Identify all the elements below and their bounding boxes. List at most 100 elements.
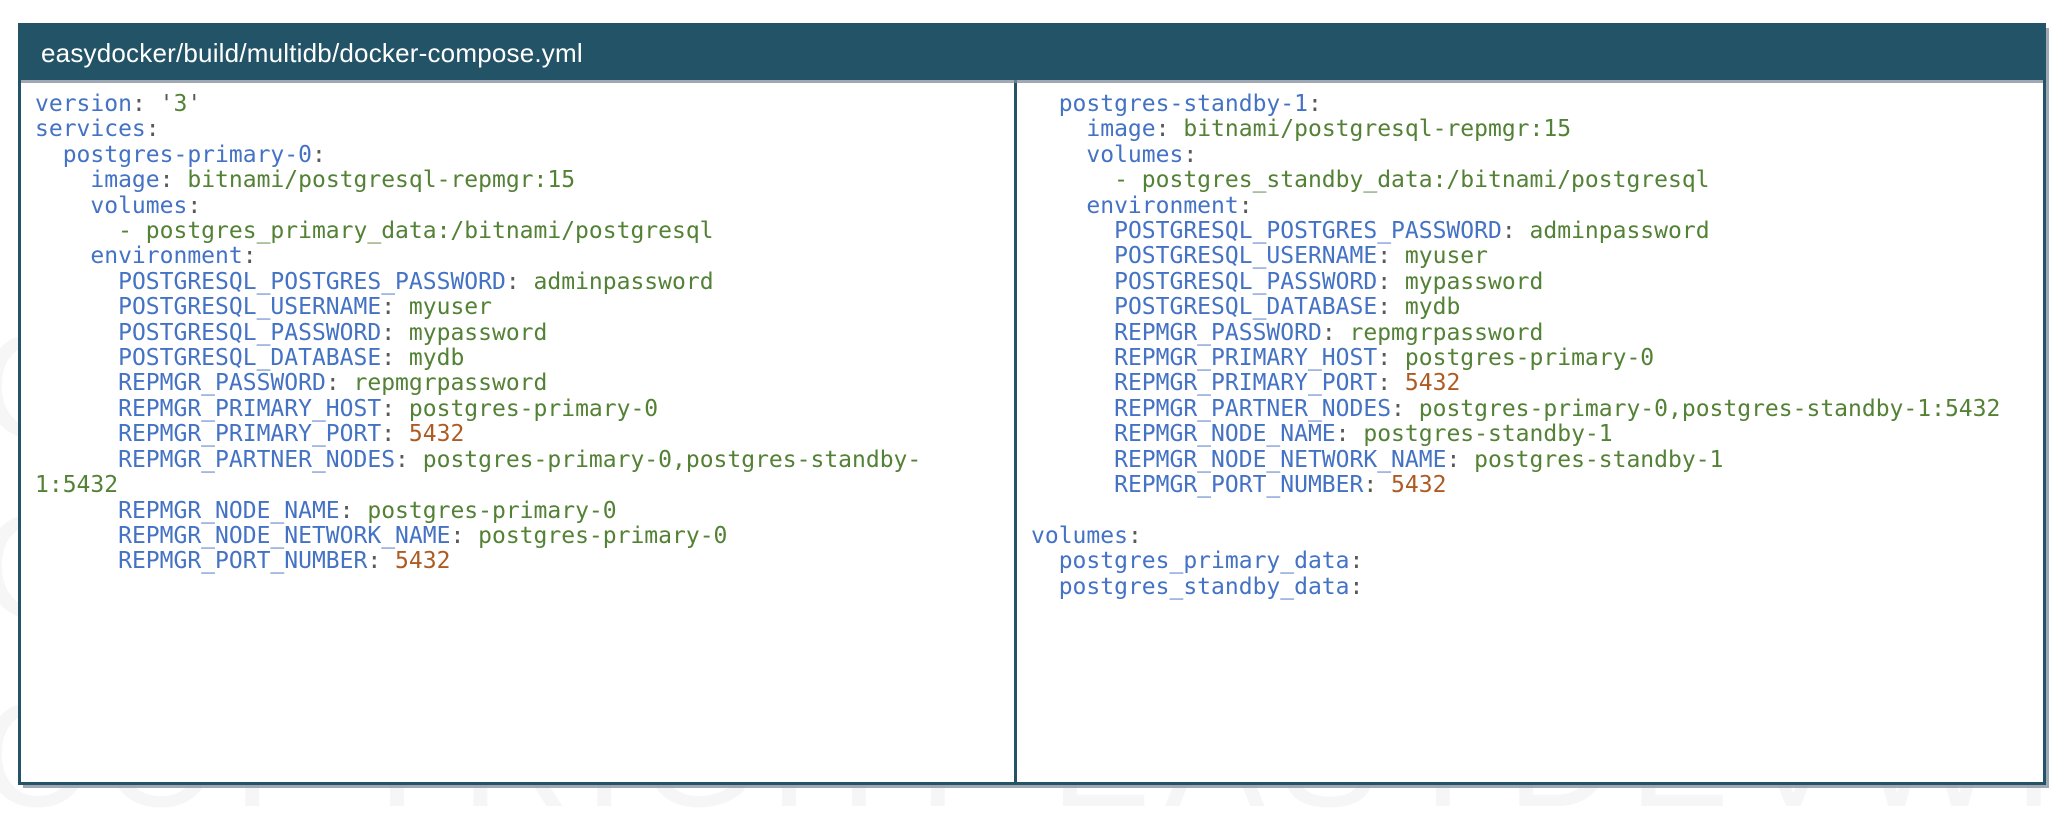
code-line: REPMGR_PRIMARY_PORT: 5432 (1031, 371, 2029, 396)
yaml-punctuation: : (242, 243, 257, 270)
code-line: REPMGR_NODE_NAME: postgres-standby-1 (1031, 422, 2029, 447)
yaml-punctuation (1031, 421, 1114, 447)
yaml-key: services (35, 116, 146, 143)
file-title-bar: easydocker/build/multidb/docker-compose.… (21, 26, 2043, 80)
yaml-key: REPMGR_NODE_NAME (1114, 421, 1336, 448)
file-card: easydocker/build/multidb/docker-compose.… (18, 23, 2046, 785)
yaml-punctuation (35, 218, 118, 244)
yaml-string-value: adminpassword (533, 268, 714, 295)
code-line: REPMGR_NODE_NETWORK_NAME: postgres-stand… (1031, 446, 2029, 473)
yaml-punctuation: : (381, 294, 409, 321)
code-line: postgres_primary_data: (1031, 549, 2029, 574)
yaml-string-value: postgres-primary-0 (367, 497, 617, 524)
code-line: image: bitnami/postgresql-repmgr:15 (1031, 117, 2029, 142)
yaml-punctuation (35, 498, 118, 524)
yaml-string-value: - postgres_primary_data:/bitnami/postgre… (118, 218, 714, 245)
yaml-punctuation: : (1183, 141, 1198, 168)
code-line: volumes: (1031, 522, 2029, 549)
yaml-punctuation (1031, 218, 1114, 244)
yaml-punctuation (1031, 370, 1114, 396)
yaml-punctuation (35, 167, 90, 193)
yaml-punctuation: : (145, 116, 160, 143)
yaml-key: volumes (1031, 522, 1128, 549)
code-line: POSTGRESQL_POSTGRES_PASSWORD: adminpassw… (1031, 218, 2029, 245)
yaml-punctuation: : (1155, 116, 1184, 143)
yaml-punctuation (1031, 345, 1114, 371)
yaml-punctuation: : (1377, 294, 1405, 321)
yaml-punctuation (35, 320, 118, 346)
yaml-punctuation (35, 243, 90, 269)
code-line: POSTGRESQL_POSTGRES_PASSWORD: adminpassw… (35, 268, 1000, 295)
yaml-key: image (1086, 116, 1156, 143)
yaml-string-value: mydb (408, 345, 465, 372)
yaml-punctuation (35, 396, 118, 422)
code-line: REPMGR_PORT_NUMBER: 5432 (1031, 472, 2029, 499)
yaml-string-value: postgres-primary-0 (478, 522, 728, 549)
code-line: postgres_standby_data: (1031, 573, 2029, 600)
yaml-key: REPMGR_PORT_NUMBER (118, 548, 368, 575)
yaml-punctuation (35, 142, 63, 168)
yaml-string-value: bitnami/postgresql-repmgr:15 (187, 167, 576, 194)
yaml-key: postgres-standby-1 (1058, 91, 1308, 117)
yaml-key: environment (1086, 192, 1239, 219)
code-line: REPMGR_PARTNER_NODES: postgres-primary-0… (35, 447, 1000, 473)
yaml-number-value: 5432 (395, 548, 451, 575)
code-line: REPMGR_PARTNER_NODES: postgres-primary-0… (1031, 396, 2029, 422)
code-line: 1:5432 (35, 472, 1000, 498)
yaml-key: REPMGR_PRIMARY_HOST (1114, 345, 1378, 372)
yaml-punctuation (1031, 320, 1114, 346)
yaml-punctuation: : (450, 522, 479, 549)
yaml-key: image (90, 167, 160, 194)
yaml-key: volumes (90, 192, 188, 219)
yaml-string-value: myuser (408, 294, 492, 321)
yaml-key: REPMGR_PRIMARY_PORT (1114, 370, 1378, 397)
yaml-punctuation (35, 370, 118, 396)
yaml-punctuation: : (381, 319, 409, 346)
yaml-punctuation (35, 269, 118, 295)
yaml-punctuation (35, 523, 118, 549)
yaml-string-value: postgres-standby-1 (1474, 446, 1724, 473)
code-line (1031, 499, 2029, 524)
yaml-string-value: myuser (1404, 243, 1488, 270)
yaml-punctuation: : (381, 421, 409, 448)
yaml-string-value: postgres-standby-1 (1363, 421, 1613, 448)
yaml-number-value: 5432 (1391, 472, 1447, 499)
yaml-string-value: 3 (173, 91, 188, 117)
yaml-punctuation: : (1501, 218, 1530, 245)
yaml-punctuation (35, 294, 118, 320)
code-line: REPMGR_PRIMARY_PORT: 5432 (35, 422, 1000, 447)
yaml-punctuation: : (1377, 243, 1405, 270)
file-path-title: easydocker/build/multidb/docker-compose.… (41, 37, 583, 68)
yaml-punctuation: : (187, 192, 202, 219)
yaml-punctuation (1031, 91, 1059, 117)
code-area: version: '3'services: postgres-primary-0… (21, 80, 2043, 782)
yaml-punctuation: : (1377, 370, 1405, 397)
yaml-string-value: mypassword (408, 319, 548, 346)
yaml-punctuation (1031, 142, 1086, 168)
yaml-punctuation (35, 421, 118, 447)
yaml-punctuation: : (1349, 548, 1364, 575)
yaml-punctuation: : (1349, 573, 1364, 600)
code-line: - postgres_standby_data:/bitnami/postgre… (1031, 168, 2029, 193)
yaml-key: REPMGR_NODE_NETWORK_NAME (118, 522, 451, 549)
yaml-key: REPMGR_NODE_NETWORK_NAME (1114, 446, 1447, 473)
yaml-string-value: bitnami/postgresql-repmgr:15 (1183, 116, 1572, 143)
code-line: REPMGR_PORT_NUMBER: 5432 (35, 549, 1000, 574)
yaml-punctuation (1031, 193, 1086, 219)
yaml-key: POSTGRESQL_PASSWORD (1114, 268, 1378, 295)
yaml-punctuation: : (339, 497, 368, 524)
yaml-punctuation (35, 193, 90, 219)
yaml-punctuation: ' (187, 91, 202, 117)
yaml-punctuation (1031, 116, 1086, 142)
yaml-string-value: repmgrpassword (353, 370, 548, 397)
yaml-punctuation: : (1127, 522, 1142, 549)
yaml-key: version (35, 91, 132, 117)
code-line: postgres-standby-1: (1031, 91, 2029, 117)
yaml-punctuation (1031, 167, 1114, 193)
code-line: services: (35, 117, 1000, 142)
yaml-key: POSTGRESQL_POSTGRES_PASSWORD (118, 268, 506, 295)
yaml-key: POSTGRESQL_USERNAME (118, 294, 382, 321)
yaml-string-value: - postgres_standby_data:/bitnami/postgre… (1114, 167, 1710, 194)
yaml-punctuation (1031, 447, 1114, 473)
